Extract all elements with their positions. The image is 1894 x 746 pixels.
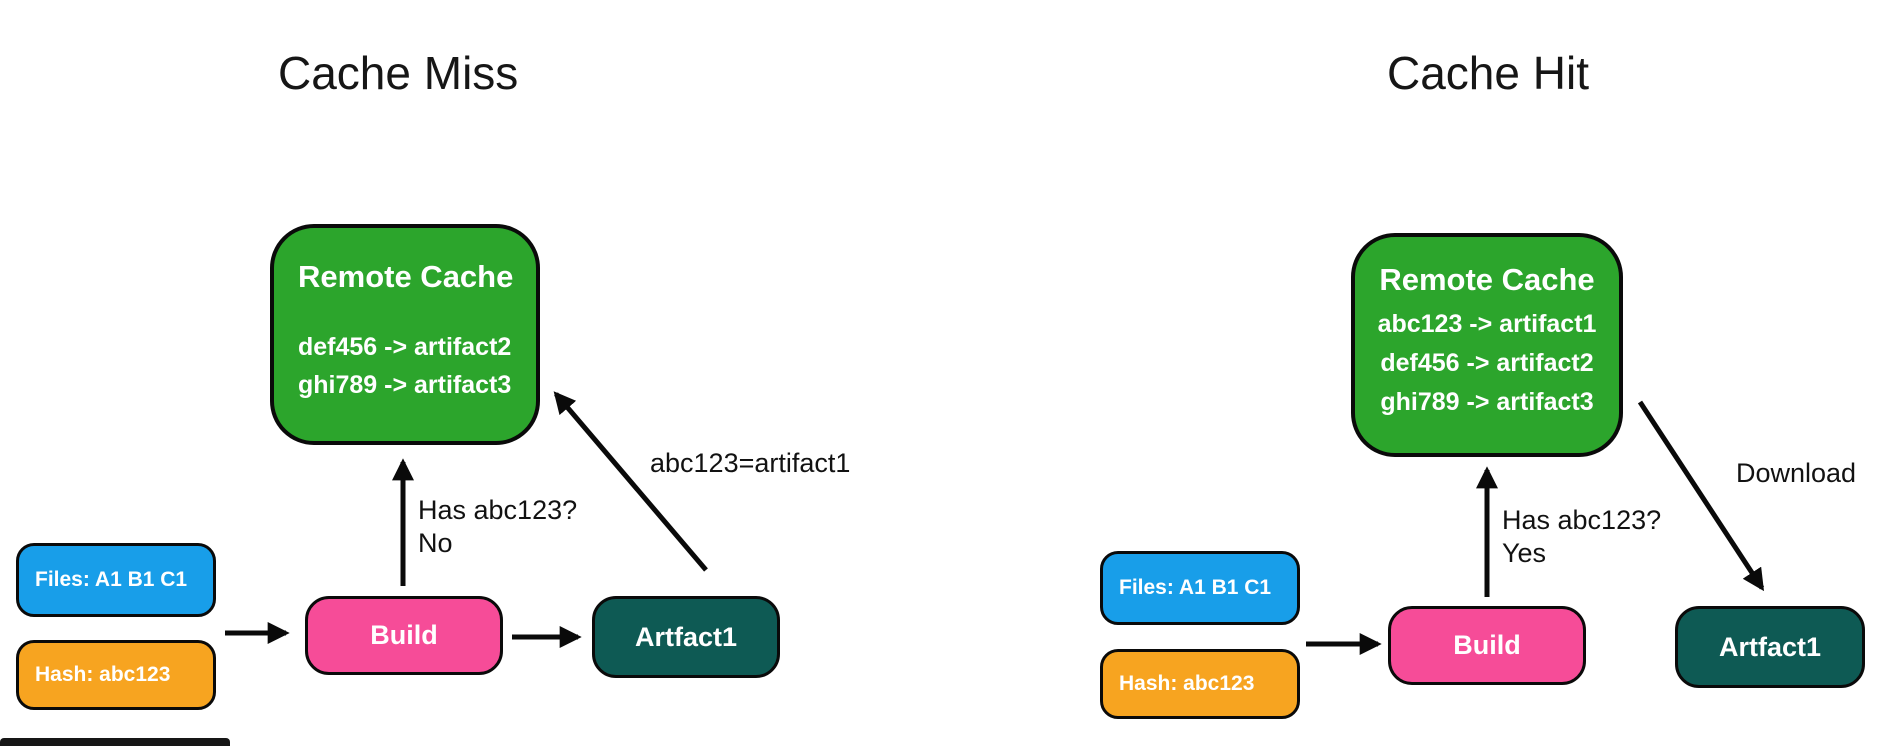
store-artifact-label: abc123=artifact1 bbox=[650, 448, 851, 478]
files-box: Files: A1 B1 C1 bbox=[16, 543, 216, 617]
build-box: Build bbox=[305, 596, 503, 675]
has-hash-answer-label: No bbox=[418, 528, 453, 558]
has-hash-question-label: Has abc123? bbox=[418, 495, 578, 525]
hash-box: Hash: abc123 bbox=[1100, 649, 1300, 719]
remote-cache-title: Remote Cache bbox=[1379, 262, 1595, 297]
cache-hit-title: Cache Hit bbox=[1387, 47, 1589, 99]
cache-entry: def456 -> artifact2 bbox=[1380, 349, 1594, 377]
cropped-element-edge bbox=[0, 738, 230, 746]
remote-cache-entries: def456 -> artifact2 ghi789 -> artifact3 bbox=[298, 328, 514, 404]
cache-entry: def456 -> artifact2 bbox=[298, 333, 512, 361]
download-label: Download bbox=[1736, 458, 1857, 488]
cache-entry: ghi789 -> artifact3 bbox=[298, 371, 512, 399]
remote-cache-entries: abc123 -> artifact1 def456 -> artifact2 … bbox=[1365, 305, 1609, 422]
artifact-box: Artfact1 bbox=[1675, 606, 1865, 688]
remote-cache-title: Remote Cache bbox=[298, 259, 514, 294]
hash-box: Hash: abc123 bbox=[16, 640, 216, 710]
cache-entry: ghi789 -> artifact3 bbox=[1380, 388, 1594, 416]
has-hash-answer-label: Yes bbox=[1502, 538, 1547, 568]
remote-cache-box: Remote Cache def456 -> artifact2 ghi789 … bbox=[270, 224, 540, 445]
files-box: Files: A1 B1 C1 bbox=[1100, 551, 1300, 625]
remote-cache-box: Remote Cache abc123 -> artifact1 def456 … bbox=[1351, 233, 1623, 457]
cache-entry: abc123 -> artifact1 bbox=[1377, 310, 1597, 338]
has-hash-question-label: Has abc123? bbox=[1502, 505, 1662, 535]
artifact-box: Artfact1 bbox=[592, 596, 780, 678]
cache-miss-title: Cache Miss bbox=[278, 47, 519, 99]
build-box: Build bbox=[1388, 606, 1586, 685]
